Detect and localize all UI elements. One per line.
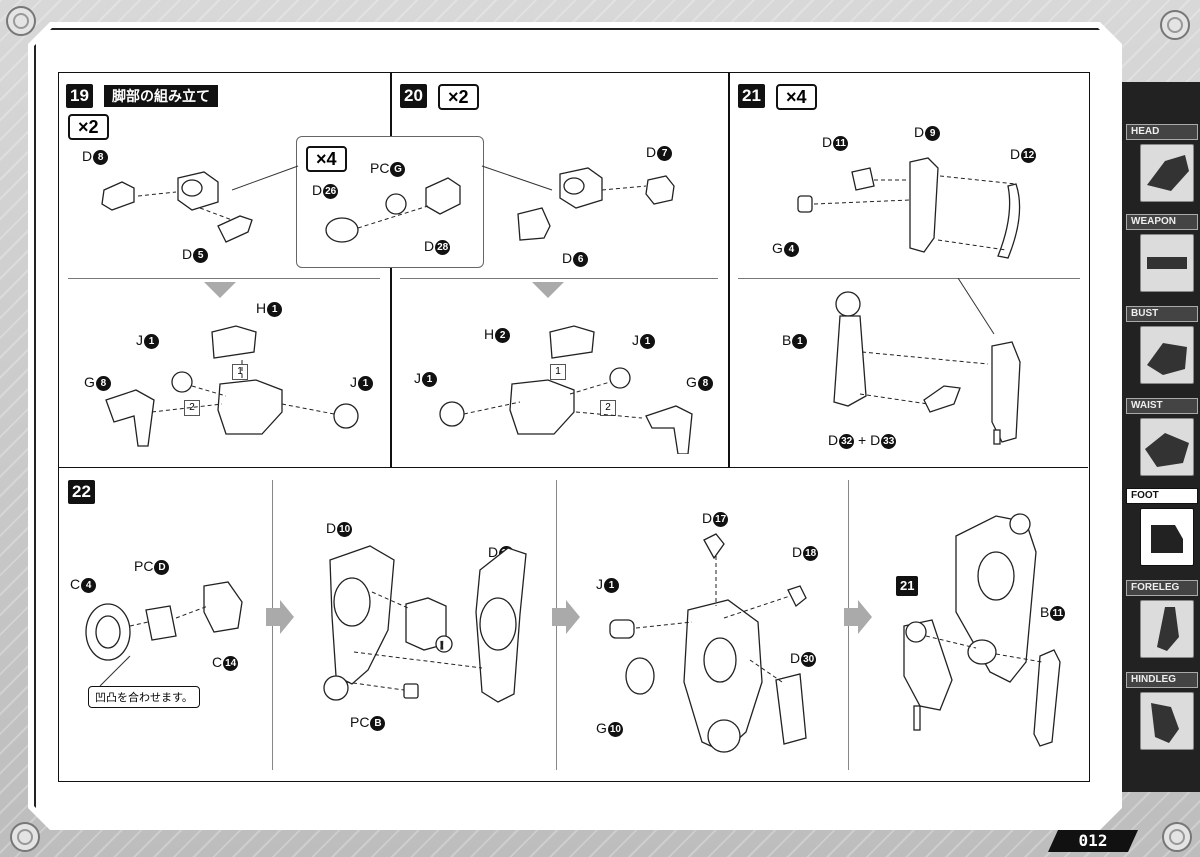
tab-head[interactable]: HEAD (1126, 124, 1198, 206)
step19-inset-diagram (325, 177, 461, 243)
warning-icon: ! (440, 640, 444, 652)
foot-icon (1140, 508, 1194, 566)
head-icon (1140, 144, 1194, 202)
order-marker: 1 (550, 364, 566, 380)
sub-divider (68, 278, 380, 279)
sub-divider (738, 278, 1080, 279)
hindleg-icon (1140, 692, 1194, 750)
step19-diagram-a (101, 171, 253, 243)
step-reference: 21 (896, 576, 919, 596)
tab-bust[interactable]: BUST (1126, 306, 1198, 388)
instruction-note: 凹凸を合わせます。 (88, 686, 200, 708)
arrow-down-icon (204, 282, 236, 298)
step21-diagram-a (797, 157, 1021, 259)
step20-diagram-b (439, 325, 693, 454)
screw-icon (1160, 10, 1190, 40)
tab-label: WEAPON (1126, 214, 1198, 230)
step22-diagram-4 (903, 513, 1061, 747)
quantity-box: ×2 (438, 84, 479, 110)
tab-label: WAIST (1126, 398, 1198, 414)
arrow-right-icon (552, 600, 580, 634)
tab-foot[interactable]: FOOT (1126, 488, 1198, 570)
bust-icon (1140, 326, 1194, 384)
tab-label: FOOT (1126, 488, 1198, 504)
screw-icon (1162, 822, 1192, 852)
callout-line (957, 278, 995, 335)
weapon-icon (1140, 234, 1194, 292)
screw-icon (6, 6, 36, 36)
step-number: 21 (738, 84, 765, 108)
tab-foreleg[interactable]: FORELEG (1126, 580, 1198, 662)
grid-divider (390, 72, 392, 468)
screw-icon (10, 822, 40, 852)
tab-label: HINDLEG (1126, 672, 1198, 688)
tab-label: HEAD (1126, 124, 1198, 140)
step22-diagram-2: ! (323, 545, 527, 703)
step22-diagram-1 (85, 581, 243, 686)
step20-diagram-a (517, 167, 675, 241)
quantity-box: ×4 (776, 84, 817, 110)
page-number: 012 (1048, 830, 1138, 852)
grid-divider (728, 72, 730, 468)
step-number: 22 (68, 480, 95, 504)
tab-hindleg[interactable]: HINDLEG (1126, 672, 1198, 754)
quantity-box: ×2 (68, 114, 109, 140)
tab-weapon[interactable]: WEAPON (1126, 214, 1198, 296)
arrow-right-icon (266, 600, 294, 634)
tab-label: BUST (1126, 306, 1198, 322)
row-divider (58, 467, 1088, 468)
inset-callout-lines (232, 165, 553, 191)
step21-diagram-b (833, 291, 1021, 445)
order-marker: 1 (232, 364, 248, 380)
arrow-down-icon (532, 282, 564, 298)
tab-waist[interactable]: WAIST (1126, 398, 1198, 480)
step-number: 20 (400, 84, 427, 108)
sub-divider (400, 278, 718, 279)
order-marker: 2 (600, 400, 616, 416)
tab-label: FORELEG (1126, 580, 1198, 596)
step-title: 脚部の組み立て (104, 85, 218, 107)
order-marker: 2 (184, 400, 200, 416)
step22-diagram-3 (609, 533, 807, 753)
waist-icon (1140, 418, 1194, 476)
quantity-box: ×4 (306, 146, 347, 172)
foreleg-icon (1140, 600, 1194, 658)
arrow-right-icon (844, 600, 872, 634)
step19-diagram-b (105, 325, 359, 447)
step-number: 19 (66, 84, 93, 108)
